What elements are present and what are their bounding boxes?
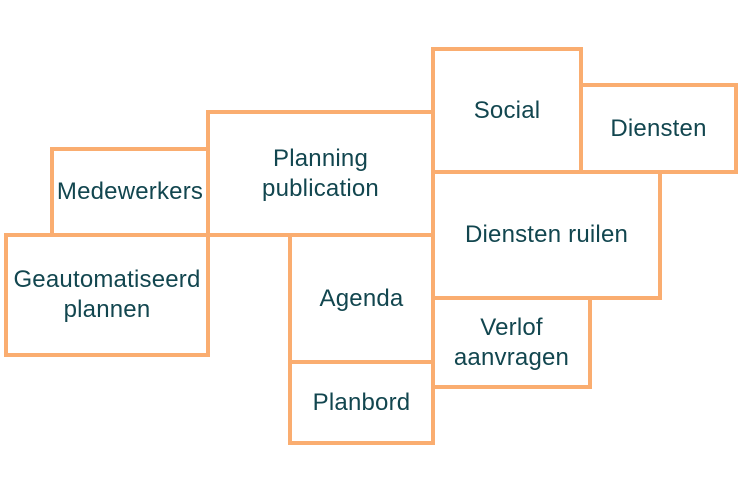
tile-agenda: Agenda: [288, 233, 435, 364]
tile-agenda-label: Agenda: [319, 284, 404, 312]
tile-diensten-ruilen: Diensten ruilen: [431, 170, 662, 300]
tile-social-label: Social: [473, 96, 541, 124]
tile-geautomatiseerd-plannen: Geautomatiseerd plannen: [4, 233, 210, 357]
tile-medewerkers: Medewerkers: [50, 147, 210, 237]
tile-verlof-aanvragen: Verlof aanvragen: [431, 296, 592, 389]
tile-verlof-aanvragen-label: Verlof aanvragen: [453, 313, 570, 371]
tile-geautomatiseerd-plannen-label: Geautomatiseerd plannen: [13, 266, 201, 323]
tile-planbord-label: Planbord: [312, 388, 411, 416]
tile-planning-publication: Planning publication: [206, 110, 435, 237]
tile-planning-publication-label: Planning publication: [262, 144, 379, 202]
tile-social: Social: [431, 47, 583, 174]
tile-diensten-ruilen-label: Diensten ruilen: [464, 221, 629, 248]
tile-medewerkers-label: Medewerkers: [56, 178, 204, 205]
tile-diensten-label: Diensten: [610, 114, 707, 142]
tile-diensten: Diensten: [579, 83, 738, 174]
tile-planbord: Planbord: [288, 360, 435, 445]
